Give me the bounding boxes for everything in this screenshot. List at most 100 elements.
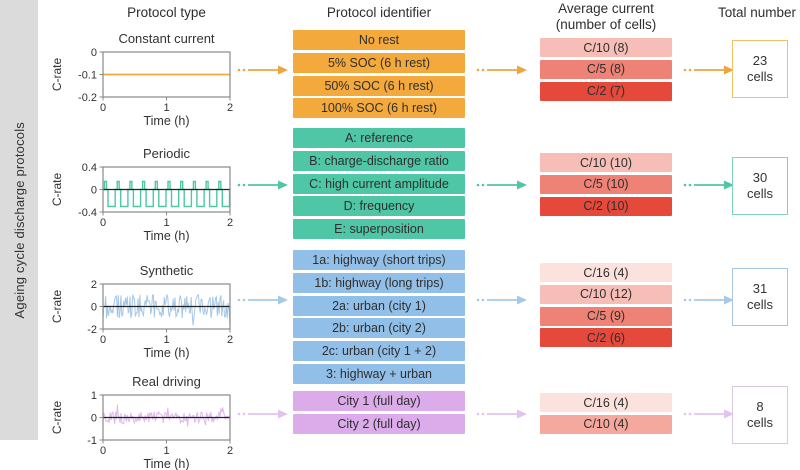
avg-current-box: C/10 (8) <box>540 38 672 57</box>
column-header-protocol-identifier: Protocol identifier <box>326 5 432 20</box>
protocol-identifier-box: 5% SOC (6 h rest) <box>293 52 465 73</box>
protocol-identifier-box: 1b: highway (long trips) <box>293 272 465 293</box>
x-tick-label: 1 <box>163 102 169 114</box>
column-header-average-current: Average current (number of cells) <box>528 1 684 33</box>
protocol-identifier-box: A: reference <box>293 128 465 148</box>
avg-current-box: C/5 (9) <box>540 306 672 326</box>
total-unit: cells <box>746 415 773 430</box>
flow-arrow-icon <box>237 65 288 75</box>
x-axis-label: Time (h) <box>143 229 189 243</box>
x-tick-label: 0 <box>100 102 106 114</box>
y-tick-label: 2 <box>91 279 97 291</box>
protocol-identifier-box: 2a: urban (city 1) <box>293 295 465 316</box>
protocol-identifier-box: C: high current amplitude <box>293 173 465 194</box>
protocol-identifier-box: 2b: urban (city 2) <box>293 318 465 339</box>
y-tick-label: 1 <box>91 390 97 402</box>
y-tick-label: -1 <box>87 435 97 447</box>
avg-current-box: C/2 (7) <box>540 81 672 101</box>
chart-title: Constant current <box>118 31 214 46</box>
x-tick-label: 1 <box>163 334 169 346</box>
avg-current-box: C/2 (6) <box>540 328 672 348</box>
flow-arrow-icon <box>476 295 527 305</box>
flow-arrow-icon <box>476 180 527 190</box>
avg-current-box: C/16 (4) <box>540 393 672 412</box>
x-tick-label: 2 <box>227 102 233 114</box>
total-unit: cells <box>746 297 773 312</box>
y-tick-label: -0.4 <box>78 207 97 219</box>
column-header-average-current-line1: Average current <box>558 1 654 16</box>
total-unit: cells <box>746 186 773 201</box>
total-count: 23 <box>752 53 768 68</box>
protocol-identifier-box: E: superposition <box>293 219 465 240</box>
x-axis-label: Time (h) <box>143 346 189 360</box>
avg-current-box: C/10 (4) <box>540 414 672 434</box>
protocol-identifier-box: 3: highway + urban <box>293 364 465 384</box>
column-header-protocol-type: Protocol type <box>127 5 206 20</box>
total-unit: cells <box>746 69 773 84</box>
protocol-identifier-box: 100% SOC (6 h rest) <box>293 98 465 119</box>
flow-arrow-icon <box>237 180 288 190</box>
flow-arrow-icon <box>476 65 527 75</box>
protocol-identifier-box: D: frequency <box>293 196 465 217</box>
protocol-identifier-box: City 2 (full day) <box>293 413 465 434</box>
flow-arrow-icon <box>683 180 734 190</box>
total-count: 31 <box>752 281 768 296</box>
avg-current-box: C/10 (12) <box>540 284 672 304</box>
x-tick-label: 2 <box>227 217 233 229</box>
protocol-identifier-box: No rest <box>293 30 465 50</box>
x-tick-label: 1 <box>163 217 169 229</box>
total-count: 8 <box>756 399 764 414</box>
flow-arrow-icon <box>683 295 734 305</box>
avg-current-box: C/5 (10) <box>540 174 672 194</box>
flow-arrow-icon <box>683 65 734 75</box>
y-tick-label: 0 <box>91 302 97 314</box>
total-count: 30 <box>752 170 768 185</box>
x-tick-label: 1 <box>163 445 169 457</box>
flow-arrow-icon <box>237 295 288 305</box>
y-tick-label: 0.4 <box>82 162 97 174</box>
protocol-identifier-box: 1a: highway (short trips) <box>293 250 465 270</box>
figure-group-label: Ageing cycle discharge protocols <box>11 121 27 319</box>
y-axis-label: C-rate <box>50 58 64 92</box>
protocol-identifier-box: 2c: urban (city 1 + 2) <box>293 341 465 362</box>
protocol-identifier-box: B: charge-discharge ratio <box>293 150 465 171</box>
y-tick-label: -2 <box>87 324 97 336</box>
flow-arrow-icon <box>476 409 527 419</box>
avg-current-box: C/5 (8) <box>540 59 672 79</box>
chart-title: Real driving <box>132 374 201 389</box>
column-header-total-number: Total number <box>717 5 797 20</box>
x-tick-label: 2 <box>227 445 233 457</box>
protocol-identifier-box: 50% SOC (6 h rest) <box>293 75 465 96</box>
x-axis-label: Time (h) <box>143 457 189 470</box>
y-axis-label: C-rate <box>50 173 64 207</box>
x-tick-label: 0 <box>100 217 106 229</box>
y-tick-label: 0 <box>91 413 97 425</box>
x-tick-label: 2 <box>227 334 233 346</box>
x-axis-label: Time (h) <box>143 114 189 128</box>
y-tick-label: 0 <box>91 47 97 59</box>
avg-current-box: C/10 (10) <box>540 153 672 172</box>
avg-current-box: C/16 (4) <box>540 263 672 282</box>
flow-arrow-icon <box>237 409 288 419</box>
y-axis-label: C-rate <box>50 401 64 435</box>
y-tick-label: -0.1 <box>78 70 97 82</box>
y-tick-label: 0 <box>91 185 97 197</box>
flow-arrow-icon <box>683 409 734 419</box>
y-axis-label: C-rate <box>50 290 64 324</box>
chart-title: Synthetic <box>140 263 194 278</box>
avg-current-box: C/2 (10) <box>540 196 672 216</box>
protocol-identifier-box: City 1 (full day) <box>293 391 465 411</box>
x-tick-label: 0 <box>100 334 106 346</box>
column-header-average-current-line2: (number of cells) <box>555 17 657 32</box>
y-tick-label: -0.2 <box>78 92 97 104</box>
chart-title: Periodic <box>143 146 190 161</box>
